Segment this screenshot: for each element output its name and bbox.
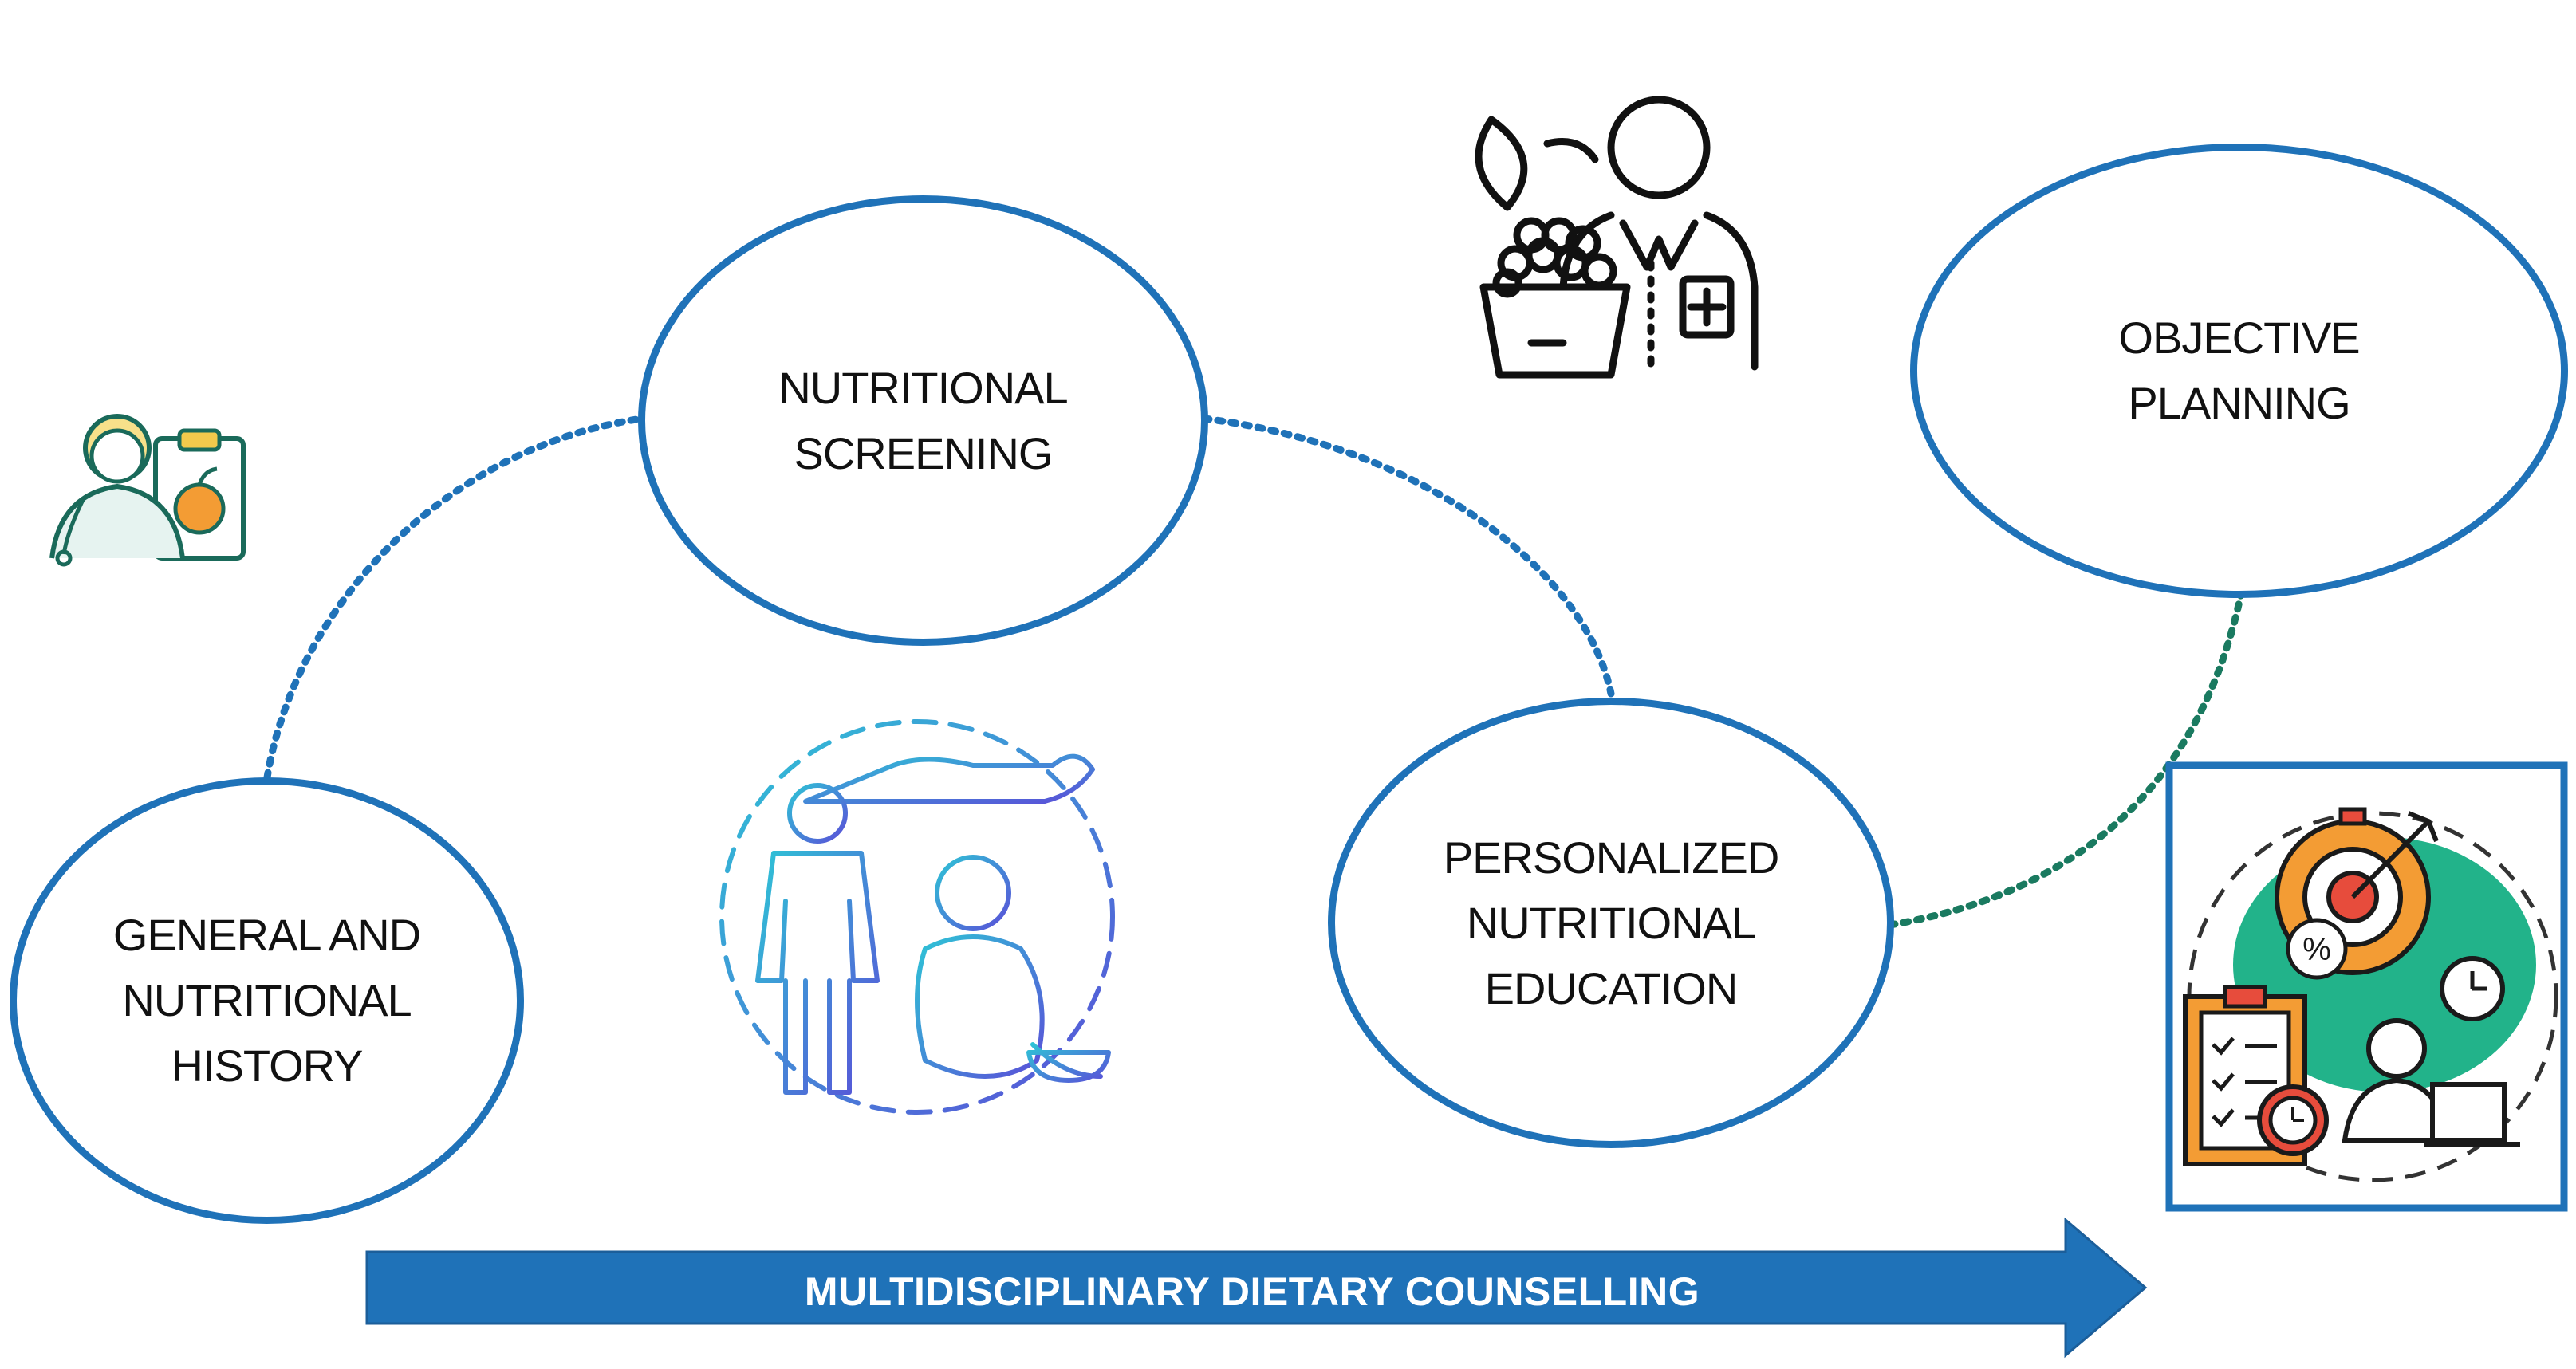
node-label-line: HISTORY xyxy=(171,1041,364,1091)
node-label: OBJECTIVE PLANNING xyxy=(2118,305,2360,436)
node-label-line: NUTRITIONAL xyxy=(122,975,412,1025)
node-label-line: PERSONALIZED xyxy=(1443,832,1780,883)
node-label-line: PLANNING xyxy=(2128,378,2350,428)
node-nutritional-screening: NUTRITIONAL SCREENING xyxy=(638,195,1208,646)
node-label: GENERAL AND NUTRITIONAL HISTORY xyxy=(112,903,421,1099)
svg-text:%: % xyxy=(2302,932,2331,967)
node-general-nutritional-history: GENERAL AND NUTRITIONAL HISTORY xyxy=(10,777,524,1224)
node-label-line: NUTRITIONAL xyxy=(1466,897,1756,948)
node-label-line: EDUCATION xyxy=(1484,962,1739,1013)
node-label-line: NUTRITIONAL xyxy=(778,362,1068,413)
node-label: NUTRITIONAL SCREENING xyxy=(778,356,1068,486)
connector-history-screening xyxy=(263,415,646,781)
connector-education-planning xyxy=(1886,590,2245,929)
dietitian-clipboard-icon xyxy=(49,414,246,567)
node-personalized-nutritional-education: PERSONALIZED NUTRITIONAL EDUCATION xyxy=(1328,698,1894,1148)
node-label-line: GENERAL AND xyxy=(112,910,421,960)
nutritionist-food-basket-icon xyxy=(1475,96,1759,379)
goal-planning-icon: % xyxy=(2165,761,2568,1212)
node-label-line: OBJECTIVE xyxy=(2118,313,2360,363)
connector-screening-education xyxy=(1200,415,1615,698)
counselling-arrow xyxy=(365,1217,2148,1359)
node-label-line: SCREENING xyxy=(794,427,1054,478)
node-objective-planning: OBJECTIVE PLANNING xyxy=(1910,144,2568,598)
body-types-weight-icon xyxy=(719,719,1115,1115)
counselling-arrow-label: MULTIDISCIPLINARY DIETARY COUNSELLING xyxy=(804,1269,1700,1314)
node-label: PERSONALIZED NUTRITIONAL EDUCATION xyxy=(1443,825,1780,1021)
